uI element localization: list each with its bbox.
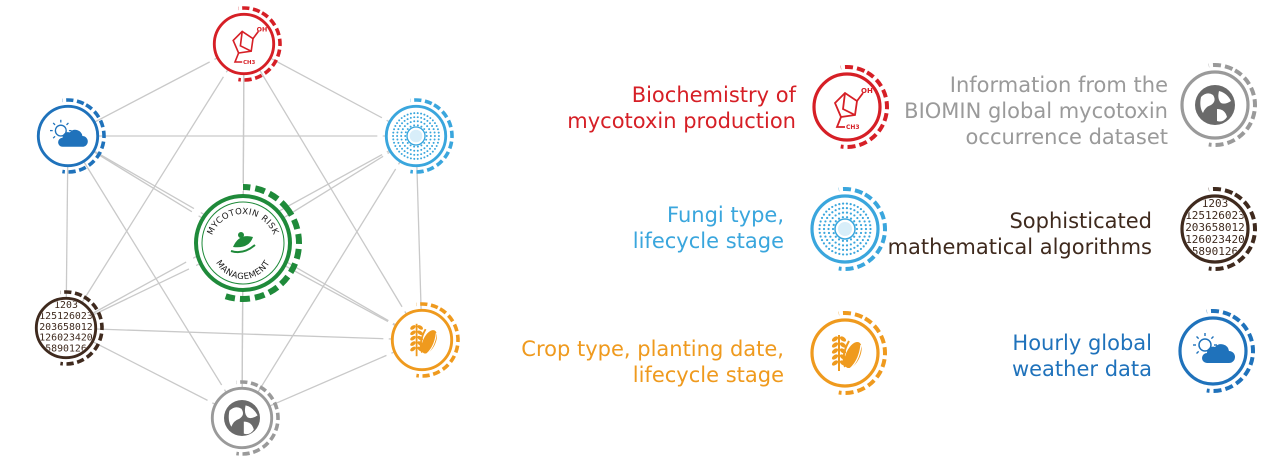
legend-icon-crop (802, 310, 887, 396)
svg-text:125126023: 125126023 (39, 311, 93, 322)
svg-text:5890126: 5890126 (1192, 245, 1238, 258)
legend-algorithms-line-1: Sophisticated (1009, 209, 1152, 233)
svg-text:OH: OH (861, 87, 873, 95)
legend-icon-weather (1170, 308, 1255, 394)
svg-text:1203: 1203 (54, 300, 78, 311)
globe-icon (1172, 62, 1257, 148)
edge-biochem-crop (243, 43, 423, 341)
legend-fungi-line-1: Fungi type, (667, 203, 784, 227)
molecule-icon: OH CH3 (804, 64, 889, 150)
network-nodes: OH CH3 12031251260232036580121260234205890… (27, 5, 460, 457)
node-dataset-globe-icon (203, 379, 280, 457)
svg-text:CH3: CH3 (243, 60, 255, 66)
legend-biochem-line-2: mycotoxin production (567, 109, 796, 133)
legend-label-crop: Crop type, planting date, lifecycle stag… (521, 336, 784, 388)
legend-dataset-line-2: BIOMIN global mycotoxin (904, 99, 1168, 123)
edge-biochem-weather (67, 43, 245, 137)
legend-label-fungi: Fungi type, lifecycle stage (633, 202, 784, 254)
node-weather-sun-cloud-icon (29, 97, 106, 175)
svg-text:126023420: 126023420 (39, 333, 93, 344)
legend-dataset-line-3: occurrence dataset (965, 125, 1168, 149)
svg-text:CH3: CH3 (846, 124, 860, 131)
edge-dataset-algorithms (65, 327, 243, 419)
legend-crop-line-2: lifecycle stage (632, 363, 784, 387)
edge-crop-algorithms (65, 327, 423, 341)
leaf-logo-icon (230, 232, 256, 254)
svg-text:5890126: 5890126 (45, 343, 87, 354)
node-crop-wheat-corn-icon (383, 301, 460, 379)
edge-dataset-weather (67, 135, 243, 419)
svg-text:203658012: 203658012 (39, 322, 93, 333)
edge-crop-dataset (241, 339, 423, 419)
legend-icon-biochem: OH CH3 (804, 64, 889, 150)
svg-text:203658012: 203658012 (1185, 221, 1245, 234)
legend-biochem-line-1: Biochemistry of (631, 83, 796, 107)
fungi-spore-icon (802, 186, 887, 272)
legend-crop-line-1: Crop type, planting date, (521, 337, 784, 361)
legend-weather-line-1: Hourly global (1012, 331, 1152, 355)
legend-label-weather: Hourly global weather data (1012, 330, 1152, 382)
node-fungi-fungi-spore-icon (377, 97, 454, 175)
edge-fungi-dataset (241, 135, 417, 419)
legend-icon-fungi (802, 186, 887, 272)
legend-label-biochem: Biochemistry of mycotoxin production (567, 82, 796, 134)
legend-algorithms-line-2: mathematical algorithms (887, 235, 1152, 259)
edge-biochem-fungi (243, 43, 417, 137)
svg-text:126023420: 126023420 (1185, 233, 1245, 246)
legend-fungi-line-2: lifecycle stage (632, 229, 784, 253)
edge-algorithms-weather (65, 135, 69, 329)
svg-text:125126023: 125126023 (1185, 209, 1245, 222)
legend-weather-line-2: weather data (1011, 357, 1152, 381)
wheat-corn-icon (802, 310, 887, 396)
svg-text:1203: 1203 (1202, 197, 1229, 210)
svg-text:OH: OH (257, 26, 268, 33)
legend-icon-dataset (1172, 62, 1257, 148)
node-biochem-molecule-icon: OH CH3 (205, 5, 282, 83)
legend-dataset-line-1: Information from the (949, 73, 1168, 97)
legend-label-algorithms: Sophisticated mathematical algorithms (888, 208, 1152, 260)
network-diagram: OH CH3 12031251260232036580121260234205890… (27, 5, 460, 457)
sun-cloud-icon (1170, 308, 1255, 394)
edge-fungi-crop (415, 135, 423, 341)
legend-label-dataset: Information from the BIOMIN global mycot… (904, 72, 1168, 150)
